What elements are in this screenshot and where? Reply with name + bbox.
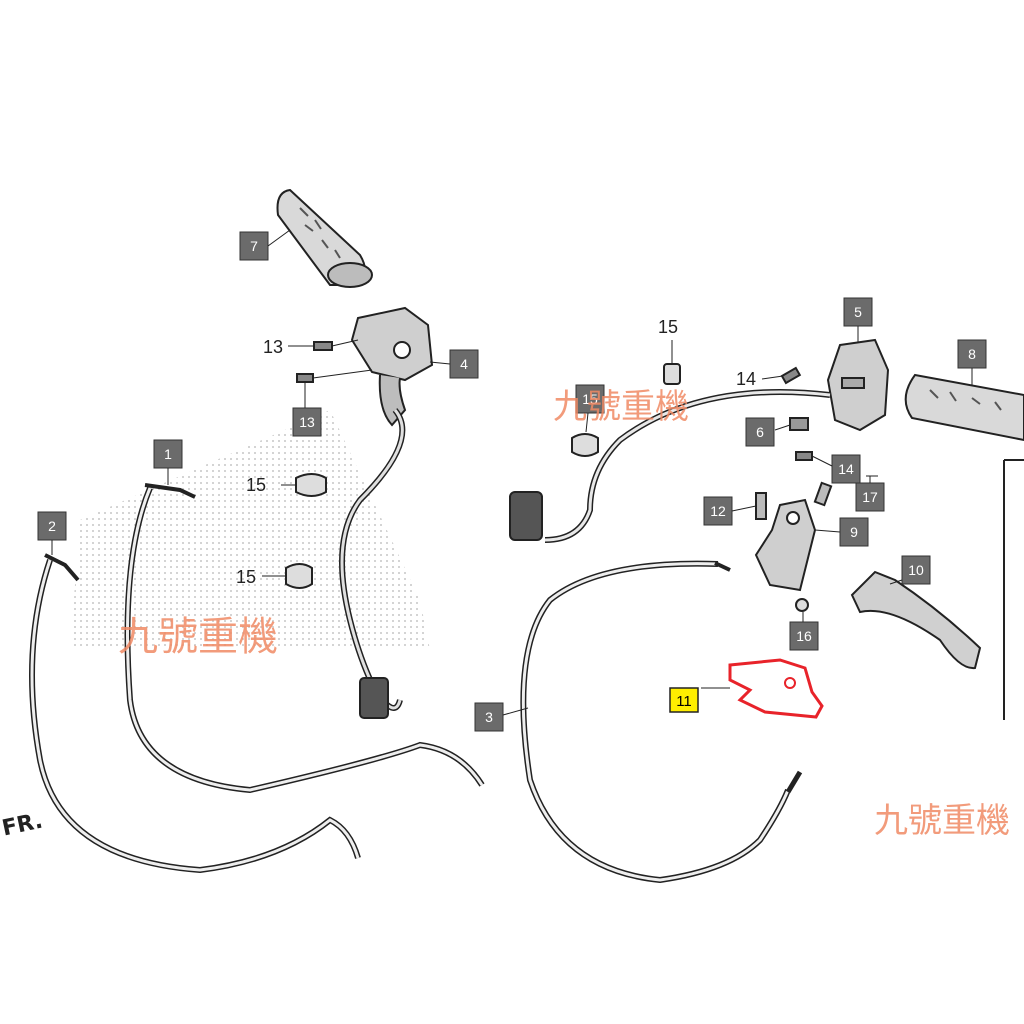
- watermark-top: 九號重機: [553, 387, 689, 427]
- cable-clamp-lower: [285, 563, 313, 589]
- screw-14-lower: [795, 451, 813, 461]
- svg-text:2: 2: [48, 518, 56, 534]
- screw-14-upper: [780, 366, 802, 385]
- label-4: 4: [449, 349, 479, 379]
- throttle-grip: [276, 188, 373, 288]
- svg-text:6: 6: [756, 424, 764, 440]
- svg-text:8: 8: [968, 346, 976, 362]
- label-13-box: 13: [292, 407, 322, 437]
- label-8: 8: [957, 339, 987, 369]
- lever-holder: [754, 498, 817, 592]
- svg-text:5: 5: [854, 304, 862, 320]
- label-12: 12: [703, 496, 733, 526]
- highlighted-part-11: [728, 658, 824, 719]
- label-14-box: 14: [831, 454, 861, 484]
- label-3: 3: [474, 702, 504, 732]
- front-direction-label: FR.: [0, 809, 45, 842]
- left-switch-housing: [350, 306, 434, 427]
- clutch-cable: [520, 560, 791, 884]
- left-harness-connector: [359, 677, 389, 719]
- svg-text:16: 16: [796, 628, 812, 644]
- label-11-highlighted: 11: [669, 687, 699, 713]
- harness-clamp: [571, 433, 599, 457]
- right-grip: [904, 373, 1024, 442]
- bolt-12: [755, 492, 767, 520]
- svg-text:17: 17: [862, 489, 878, 505]
- label-15-plain-right: 15: [658, 317, 678, 337]
- label-2: 2: [37, 511, 67, 541]
- background-logo-band: [70, 410, 430, 650]
- label-10: 10: [901, 555, 931, 585]
- svg-text:9: 9: [850, 524, 858, 540]
- svg-text:10: 10: [908, 562, 924, 578]
- cable-clamp-upper: [295, 473, 327, 497]
- label-1: 1: [153, 439, 183, 469]
- svg-text:11: 11: [676, 693, 692, 710]
- watermark-bottom: 九號重機: [874, 801, 1010, 841]
- right-switch-housing: [826, 338, 890, 432]
- svg-text:12: 12: [710, 503, 726, 519]
- label-15-plain-upper: 15: [246, 475, 266, 495]
- label-5: 5: [843, 297, 873, 327]
- label-9: 9: [839, 517, 869, 547]
- label-7: 7: [239, 231, 269, 261]
- label-6: 6: [745, 417, 775, 447]
- svg-text:3: 3: [485, 709, 493, 725]
- harness-clip-15: [663, 363, 681, 385]
- screw-13-lower: [296, 373, 314, 383]
- label-15-box: 15: [575, 384, 605, 414]
- label-16: 16: [789, 621, 819, 651]
- watermark-middle: 九號重機: [118, 614, 278, 660]
- label-13-plain: 13: [263, 337, 283, 357]
- brake-switch: [789, 417, 809, 431]
- label-14-plain: 14: [736, 369, 756, 389]
- svg-text:13: 13: [299, 414, 315, 430]
- bolt-17: [813, 481, 833, 507]
- label-15-plain-lower: 15: [236, 567, 256, 587]
- washer-16: [795, 598, 809, 612]
- svg-text:4: 4: [460, 356, 468, 372]
- screw-13-upper: [313, 341, 333, 351]
- svg-text:15: 15: [582, 391, 598, 407]
- svg-text:7: 7: [250, 238, 258, 254]
- label-17: 17: [855, 482, 885, 512]
- right-harness-connector: [509, 491, 543, 541]
- svg-text:14: 14: [838, 461, 854, 477]
- svg-text:1: 1: [164, 446, 172, 462]
- clutch-lever: [850, 570, 982, 670]
